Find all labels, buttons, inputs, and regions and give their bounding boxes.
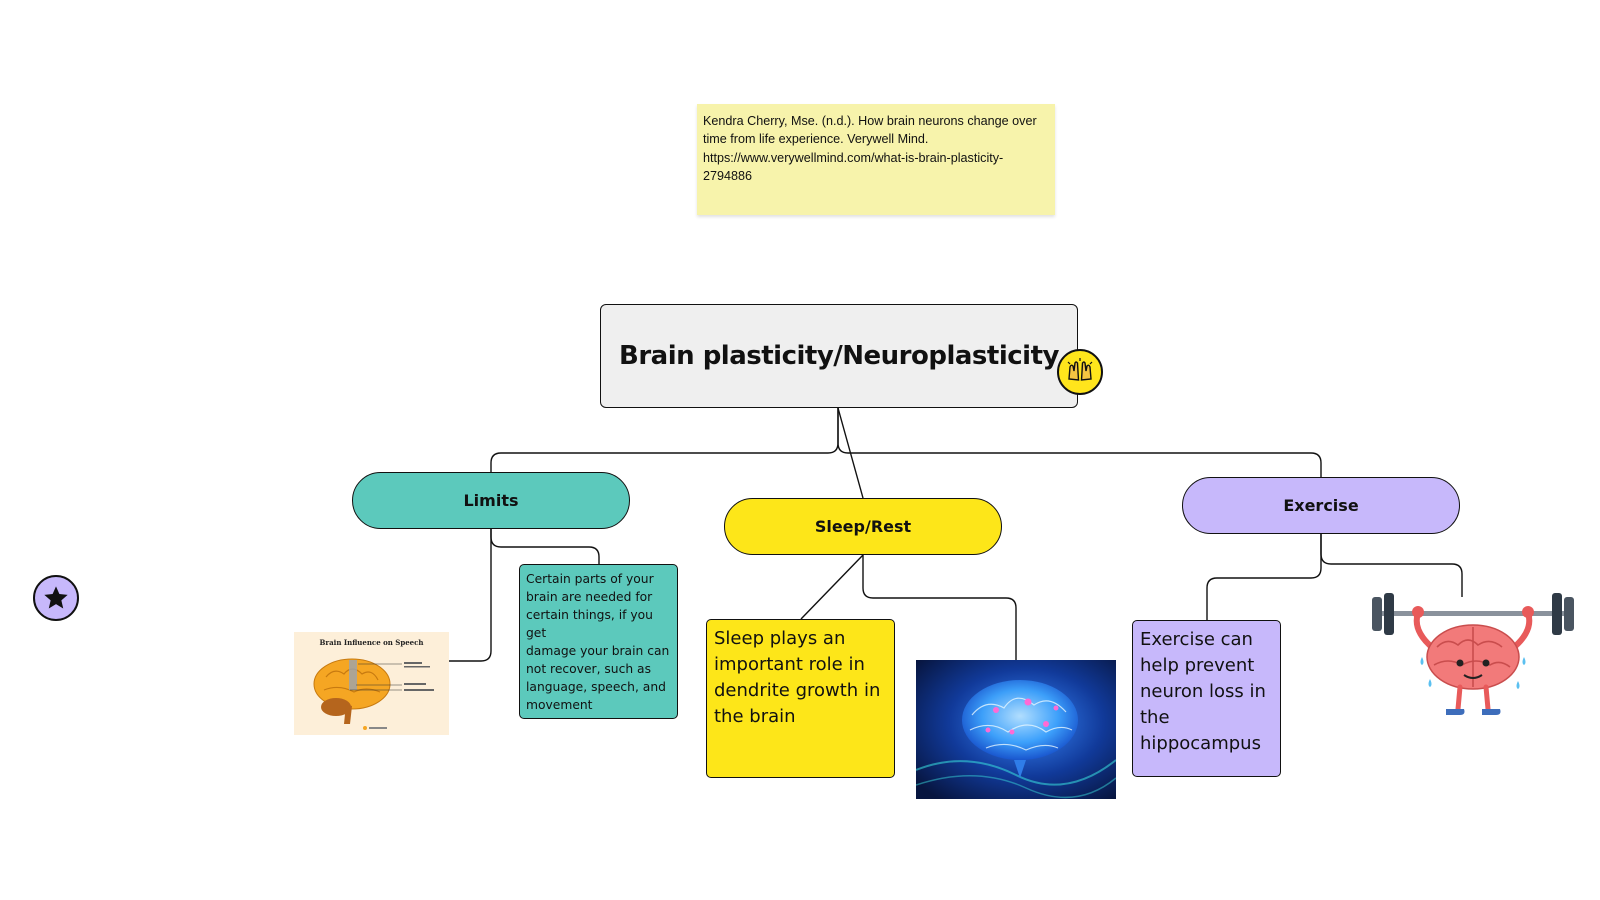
root-node[interactable]: Brain plasticity/Neuroplasticity xyxy=(600,304,1078,408)
citation-line: Kendra Cherry, Mse. (n.d.). How brain ne… xyxy=(703,114,1037,128)
exercise-note-line: help prevent xyxy=(1140,655,1255,677)
brain-speech-diagram-image[interactable]: Brain Influence on Speech xyxy=(294,632,449,735)
exercise-note-line: the xyxy=(1140,707,1170,729)
limits-note-line: language, speech, and xyxy=(526,679,666,694)
limits-note-line: certain things, if you get xyxy=(526,607,653,640)
exercise-note[interactable]: Exercise can help prevent neuron loss in… xyxy=(1132,620,1281,777)
limits-note-line: damage your brain can xyxy=(526,643,670,658)
exercise-note-line: Exercise can xyxy=(1140,629,1253,650)
exercise-note-line: neuron loss in xyxy=(1140,681,1266,703)
exercise-node[interactable]: Exercise xyxy=(1182,477,1460,534)
limits-node[interactable]: Limits xyxy=(352,472,630,529)
exercise-note-line: hippocampus xyxy=(1140,733,1261,755)
brain-diagram-title: Brain Influence on Speech xyxy=(319,638,424,647)
star-icon[interactable] xyxy=(33,575,79,621)
connector-root-limits xyxy=(490,408,839,472)
limits-note-line: not recover, such as xyxy=(526,661,652,676)
sleep-note-line: Sleep plays an xyxy=(714,628,846,649)
connector-exercise-image xyxy=(1320,534,1463,597)
citation-line: time from life experience. Verywell Mind… xyxy=(703,132,929,147)
limits-note-line: movement xyxy=(526,697,593,712)
root-title: Brain plasticity/Neuroplasticity xyxy=(619,341,1059,371)
connector-sleep-note xyxy=(800,554,864,620)
sleep-note[interactable]: Sleep plays an important role in dendrit… xyxy=(706,619,895,778)
sleep-rest-label: Sleep/Rest xyxy=(814,517,912,536)
limits-note-line: Certain parts of your xyxy=(526,572,654,586)
sleep-rest-node[interactable]: Sleep/Rest xyxy=(724,498,1002,555)
brain-lifting-barbell-image[interactable] xyxy=(1372,591,1574,726)
connector-root-sleep xyxy=(837,407,864,499)
connector-limits-note xyxy=(490,529,600,564)
glowing-brain-image[interactable] xyxy=(916,660,1116,799)
connector-limits-image xyxy=(449,529,492,662)
limits-label: Limits xyxy=(463,491,519,510)
connector-exercise-note xyxy=(1206,534,1322,620)
sleep-note-line: the brain xyxy=(714,706,796,728)
citation-line: https://www.verywellmind.com/what-is-bra… xyxy=(703,150,1004,165)
exercise-label: Exercise xyxy=(1283,496,1359,515)
connector-root-exercise xyxy=(837,408,1322,477)
sleep-note-line: important role in xyxy=(714,654,865,676)
raised-hands-icon[interactable] xyxy=(1057,349,1103,395)
sleep-note-line: dendrite growth in xyxy=(714,680,881,702)
connector-sleep-image xyxy=(862,555,1017,660)
citation-line: 2794886 xyxy=(703,168,753,183)
limits-note[interactable]: Certain parts of your brain are needed f… xyxy=(519,564,678,719)
citation-sticky-note[interactable]: Kendra Cherry, Mse. (n.d.). How brain ne… xyxy=(697,104,1055,215)
limits-note-line: brain are needed for xyxy=(526,589,653,604)
